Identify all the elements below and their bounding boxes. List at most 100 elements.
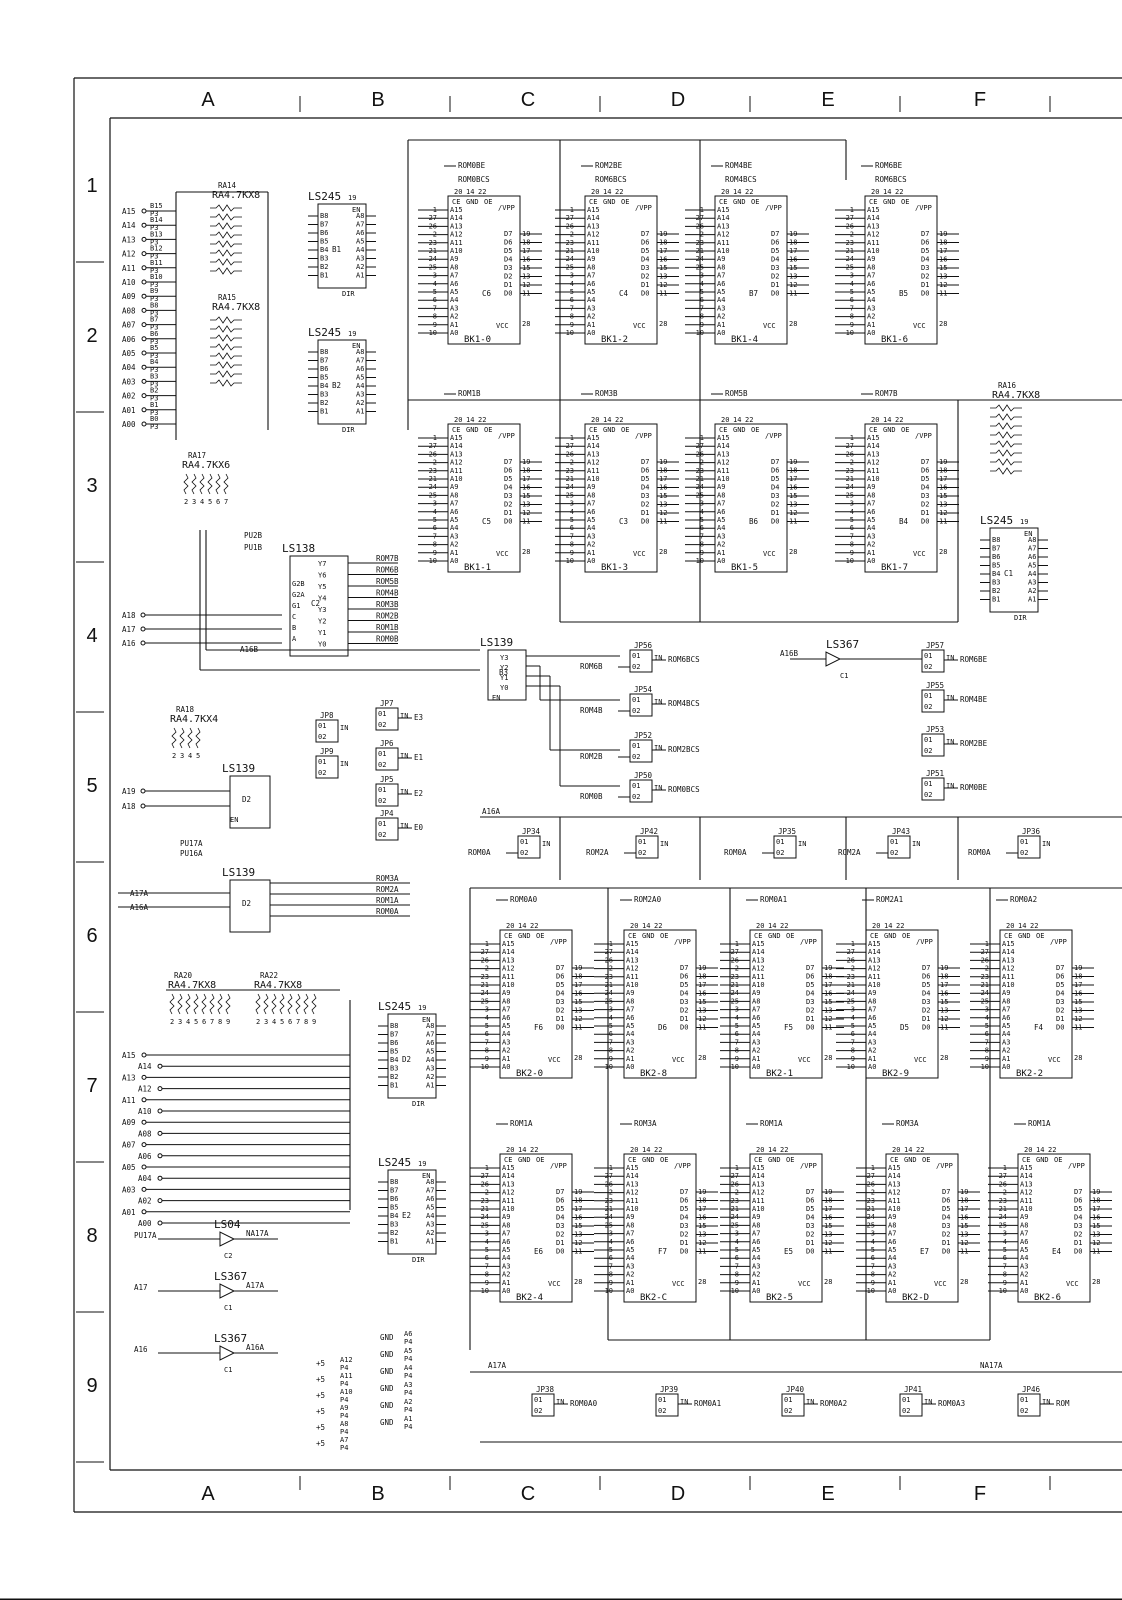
pin-number: 9	[226, 1018, 230, 1026]
ce-pin: CE	[870, 932, 878, 940]
address-pin: A4	[717, 296, 725, 304]
jumper-body	[375, 747, 399, 771]
en-pin: EN	[422, 1172, 430, 1180]
address-pin: A11	[502, 1197, 515, 1205]
address-pin: A3	[752, 1038, 760, 1046]
data-pin: D3	[504, 264, 512, 272]
b-pin: B8	[390, 1022, 398, 1030]
data-pin: D5	[504, 247, 512, 255]
oe-pin: OE	[536, 1156, 544, 1164]
data-pin: D6	[942, 1197, 950, 1205]
pin-number: 22	[615, 188, 623, 196]
signal-label: A16B	[780, 649, 799, 658]
pin-number: 14	[884, 922, 892, 930]
a-pin: A6	[356, 365, 364, 373]
b-pin: B2	[390, 1073, 398, 1081]
pin-text: 01	[632, 696, 640, 704]
address-input: A15	[122, 1051, 136, 1060]
address-pin: A12	[502, 1189, 515, 1197]
data-pin: D5	[771, 247, 779, 255]
pin-number: 5	[280, 1018, 284, 1026]
pin-text: 02	[378, 761, 386, 769]
row-label-4: 4	[86, 625, 97, 647]
address-pin: A11	[626, 1197, 639, 1205]
rom-ref: F6	[534, 1023, 544, 1032]
gate-output: NA17A	[246, 1229, 269, 1238]
address-pin: A13	[502, 956, 515, 964]
b-pin: B5	[320, 238, 328, 246]
pin-text: B4	[150, 358, 158, 366]
b-pin: B2	[320, 263, 328, 271]
vpp-pin: /VPP	[550, 938, 567, 946]
address-pin: A7	[867, 500, 875, 508]
rom-select-signal: ROM1A	[510, 1119, 533, 1128]
address-pin: A3	[502, 1262, 510, 1270]
b-pin: B1	[390, 1238, 398, 1246]
address-pin: A0	[502, 1063, 510, 1071]
pin-text: IN	[400, 712, 408, 720]
gate-input: PU17A	[134, 1231, 157, 1240]
address-pin: A12	[717, 459, 730, 467]
pin-number: 14	[642, 922, 650, 930]
column-label-B: B	[371, 89, 384, 111]
address-input: A11	[122, 1096, 136, 1105]
chip-body	[989, 527, 1039, 613]
jumper-body	[629, 779, 653, 803]
rom-select-signal: ROM6BCS	[595, 175, 627, 184]
row-label-9: 9	[86, 1375, 97, 1397]
data-pin: D0	[921, 518, 929, 526]
address-pin: A2	[752, 1047, 760, 1055]
rom-select-signal: ROM2A1	[876, 895, 903, 904]
address-pin: A14	[868, 948, 881, 956]
address-pin: A3	[867, 532, 875, 540]
rom-bank-label: BK2-D	[902, 1293, 929, 1303]
pin-text: 01	[902, 1396, 910, 1404]
b-pin: B7	[992, 545, 1000, 553]
oe-pin: OE	[901, 198, 909, 206]
pin-text: IN	[654, 744, 662, 752]
rom-body	[864, 195, 938, 345]
pin-text: IN	[946, 694, 954, 702]
a-pin: A8	[426, 1178, 434, 1186]
jumper-ref: JP51	[926, 769, 944, 778]
a-pin: A7	[356, 221, 364, 229]
address-pin: A3	[717, 532, 725, 540]
data-pin: D3	[921, 264, 929, 272]
ce-pin: CE	[628, 932, 636, 940]
pin-number: 20	[591, 188, 599, 196]
address-input: A00	[138, 1219, 152, 1228]
en-pin: EN	[422, 1016, 430, 1024]
address-pin: A1	[868, 1055, 876, 1063]
pin-text: P3	[150, 409, 158, 417]
data-pin: D5	[556, 1205, 564, 1213]
data-pin: D2	[641, 273, 649, 281]
address-pin: A1	[626, 1279, 634, 1287]
address-pin: A8	[752, 997, 760, 1005]
pin-text: IN	[912, 840, 920, 848]
data-pin: D7	[641, 458, 649, 466]
data-pin: D3	[942, 1222, 950, 1230]
jumper-input: ROM2B	[580, 752, 603, 761]
address-pin: A0	[1002, 1063, 1010, 1071]
address-pin: A2	[867, 541, 875, 549]
address-input: A07	[122, 321, 136, 330]
pin-number: 22	[478, 416, 486, 424]
address-pin: A7	[587, 272, 595, 280]
address-pin: A10	[626, 1205, 639, 1213]
pin-text: 02	[632, 793, 640, 801]
jumper-body	[375, 707, 399, 731]
address-pin: A3	[752, 1262, 760, 1270]
gnd-pin: GND	[733, 426, 746, 434]
rom-select-signal: ROM0A0	[510, 895, 538, 904]
data-pin: D3	[641, 264, 649, 272]
